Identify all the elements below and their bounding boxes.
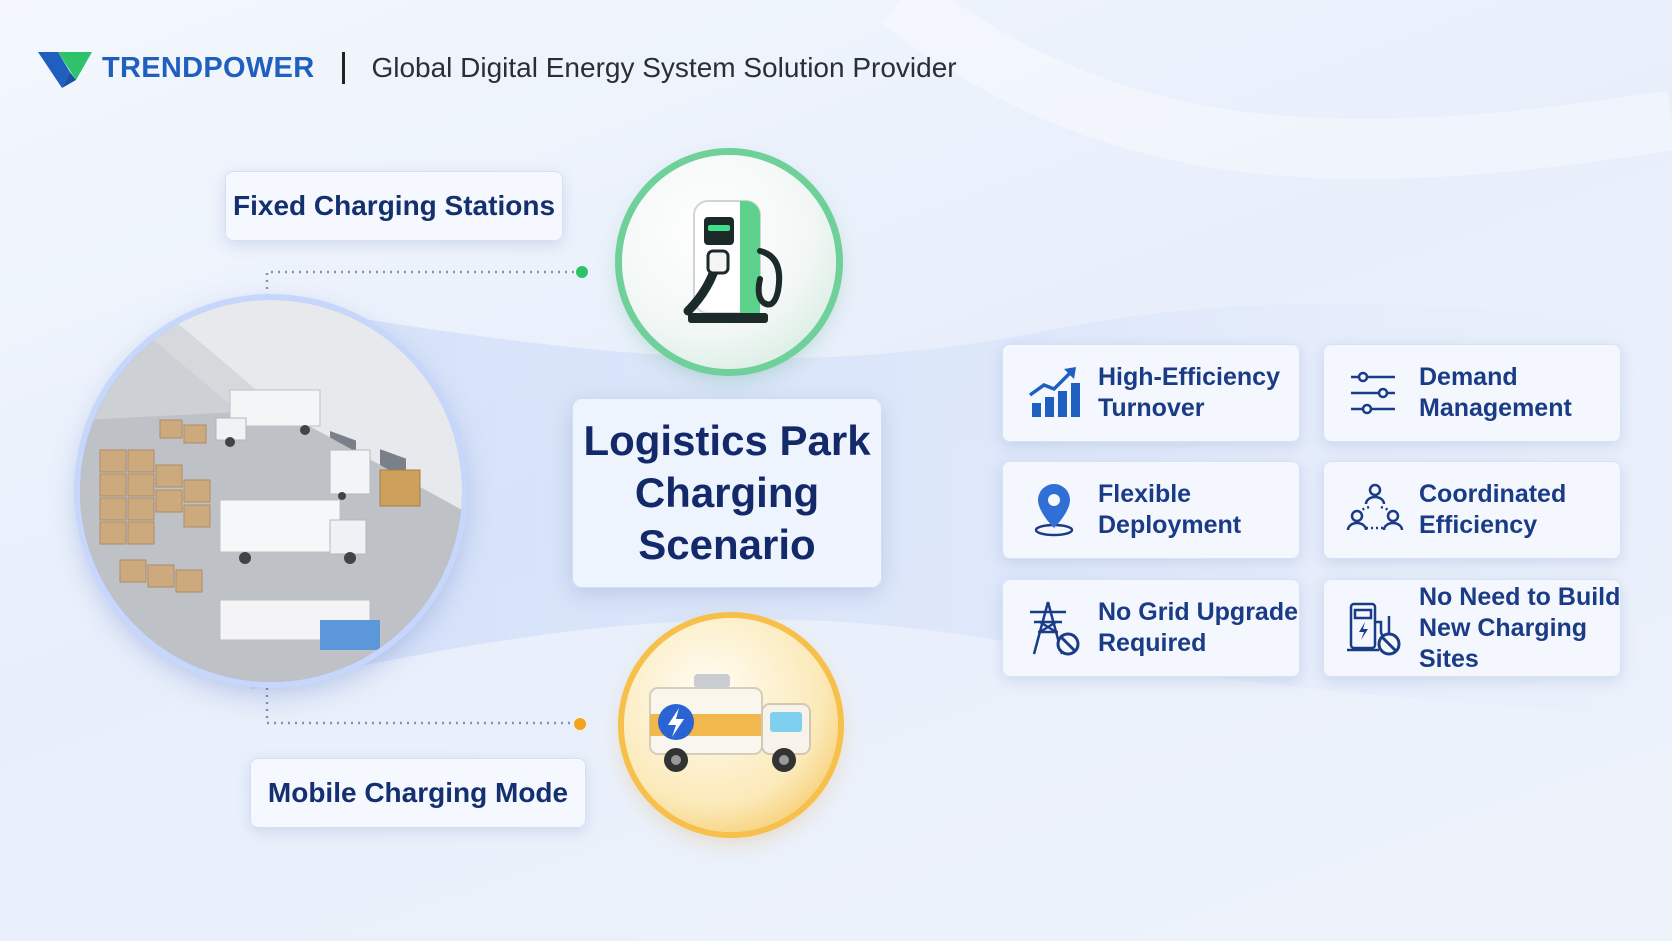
- feature-line: Required: [1098, 629, 1207, 657]
- feature-card-flexible-deployment: Flexible Deployment: [1002, 461, 1300, 559]
- bar-chart-growth-icon: [1028, 367, 1080, 417]
- location-pin-icon: [1034, 484, 1074, 537]
- feature-line: Efficiency: [1419, 511, 1538, 539]
- charger-no-icon: [1347, 602, 1401, 656]
- feature-text: No Grid Upgrade Required: [1098, 597, 1298, 659]
- scenario-title-card: Logistics Park Charging Scenario: [572, 398, 882, 588]
- fixed-charger-illustration: [622, 155, 836, 369]
- feature-line: New Charging Sites: [1419, 613, 1588, 673]
- feature-line: Coordinated: [1419, 480, 1567, 508]
- header-tagline: Global Digital Energy System Solution Pr…: [371, 52, 957, 83]
- feature-card-no-grid-upgrade: No Grid Upgrade Required: [1002, 579, 1300, 677]
- scenario-title-line-1: Logistics Park: [583, 417, 871, 464]
- header-divider: [342, 52, 346, 84]
- feature-line: Management: [1419, 394, 1572, 422]
- feature-text: Coordinated Efficiency: [1419, 479, 1566, 541]
- feature-card-coordinated-efficiency: Coordinated Efficiency: [1323, 461, 1621, 559]
- feature-line: No Need to Build: [1419, 582, 1621, 611]
- trendpower-logo-icon: [38, 52, 92, 88]
- scenario-title-line-2: Charging: [634, 469, 820, 516]
- feature-text: Flexible Deployment: [1098, 479, 1241, 541]
- feature-text: High-Efficiency Turnover: [1098, 362, 1280, 424]
- team-network-icon: [1346, 483, 1404, 531]
- logistics-park-image: [80, 300, 462, 682]
- sliders-icon: [1351, 371, 1395, 415]
- feature-card-high-efficiency: High-Efficiency Turnover: [1002, 344, 1300, 442]
- header: TRENDPOWER Global Digital Energy System …: [36, 46, 957, 90]
- scenario-title-line-3: Scenario: [638, 521, 816, 568]
- feature-line: No Grid Upgrade: [1098, 598, 1299, 626]
- feature-card-demand-management: Demand Management: [1323, 344, 1621, 442]
- feature-text: No Need to Build New Charging Sites: [1419, 582, 1621, 675]
- feature-line: Deployment: [1098, 511, 1242, 539]
- mobile-charger-illustration: [624, 618, 838, 832]
- feature-line: Turnover: [1098, 394, 1205, 422]
- connector-dot-fixed: [576, 266, 588, 278]
- ev-charger-icon: [683, 200, 783, 323]
- feature-card-no-new-charging-sites: No Need to Build New Charging Sites: [1323, 579, 1621, 677]
- feature-line: High-Efficiency: [1098, 363, 1280, 391]
- connector-dot-mobile: [574, 718, 586, 730]
- feature-line: Flexible: [1098, 480, 1192, 508]
- feature-line: Demand: [1419, 363, 1518, 391]
- brand-name: TRENDPOWER: [102, 51, 315, 84]
- fixed-charging-label: Fixed Charging Stations: [225, 171, 563, 241]
- feature-text: Demand Management: [1419, 362, 1572, 424]
- connector-mobile: [265, 688, 578, 725]
- connector-fixed: [265, 270, 580, 296]
- power-tower-no-icon: [1030, 601, 1080, 656]
- mobile-charging-label: Mobile Charging Mode: [250, 758, 586, 828]
- charging-truck-icon: [649, 674, 811, 772]
